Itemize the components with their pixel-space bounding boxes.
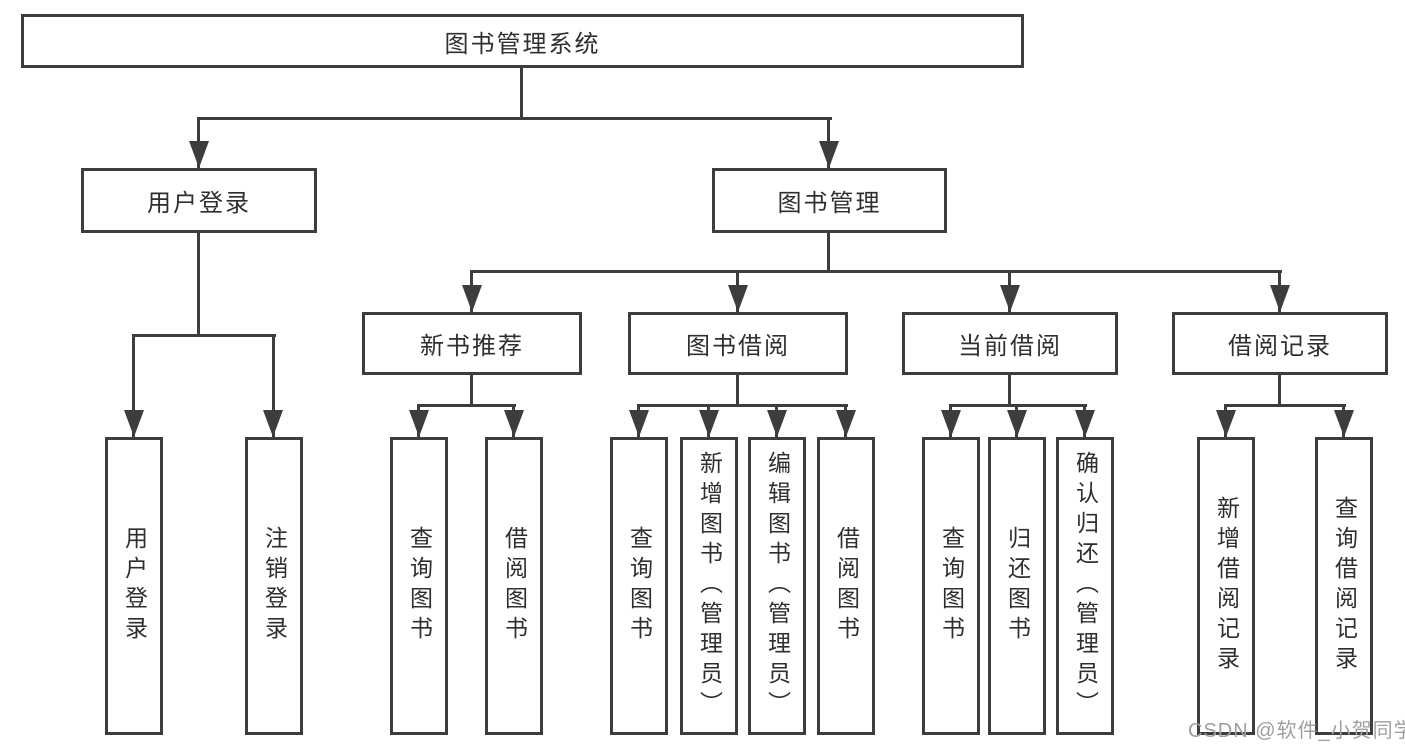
edge-root-bar [197,117,832,120]
edge-book-management-bar [470,270,1282,273]
arrow-down-icon [1007,410,1027,437]
node-borrowing-records: 借阅记录 [1172,312,1388,375]
leaf-add-borrow-record: 新增借阅记录 [1197,437,1255,735]
arrow-down-icon [409,410,429,437]
leaf-borrow-books: 借阅图书 [817,437,875,735]
arrow-down-icon [1334,410,1354,437]
arrow-down-icon [836,410,856,437]
edge-user-login-bar [132,334,276,337]
leaf-logout: 注销登录 [245,437,303,735]
edge-book-borrowing-bar [637,404,848,407]
edge-book-borrowing-stem [736,375,739,406]
leaf-return-books: 归还图书 [988,437,1046,735]
node-new-book-recommendation: 新书推荐 [362,312,582,375]
arrow-down-icon [1270,285,1290,312]
arrow-down-icon [1216,410,1236,437]
arrow-down-icon [629,410,649,437]
node-book-borrowing: 图书借阅 [628,312,848,375]
arrow-down-icon [699,410,719,437]
watermark-text: CSDN @软件_小贺同学 [1188,720,1405,742]
edge-new-book-bar [417,404,516,407]
arrow-down-icon [462,285,482,312]
arrow-down-icon [941,410,961,437]
edge-borrowing-records-bar [1224,404,1346,407]
arrow-down-icon [1075,410,1095,437]
arrow-down-icon [1000,285,1020,312]
arrow-down-icon [504,410,524,437]
leaf-add-books-admin: 新增图书（管理员） [680,437,738,735]
leaf-edit-books-admin: 编辑图书（管理员） [748,437,806,735]
edge-current-borrowing-stem [1008,375,1011,406]
edge-user-login-stem [197,233,200,336]
edge-borrowing-records-stem [1278,375,1281,406]
leaf-query-borrow-record: 查询借阅记录 [1315,437,1373,735]
arrow-down-icon [124,410,144,437]
leaf-query-books-borrow: 查询图书 [610,437,668,735]
leaf-borrow-books-recommend: 借阅图书 [485,437,543,735]
node-current-borrowing: 当前借阅 [902,312,1118,375]
arrow-down-icon [189,141,209,168]
edge-stem-leaf-login [132,334,135,437]
leaf-confirm-return-admin: 确认归还（管理员） [1056,437,1114,735]
arrow-down-icon [767,410,787,437]
edge-current-borrowing-bar [949,404,1087,407]
edge-root-stem [520,68,523,120]
edge-stem-leaf-logout [272,334,275,437]
node-user-login: 用户登录 [81,168,317,233]
node-book-management: 图书管理 [712,168,947,233]
edge-book-management-stem [827,233,830,272]
node-root: 图书管理系统 [21,14,1024,68]
arrow-down-icon [819,141,839,168]
arrow-down-icon [728,285,748,312]
leaf-query-books-current: 查询图书 [922,437,980,735]
edge-new-book-stem [470,375,473,406]
arrow-down-icon [263,410,283,437]
leaf-user-login: 用户登录 [105,437,163,735]
leaf-query-books-recommend: 查询图书 [390,437,448,735]
